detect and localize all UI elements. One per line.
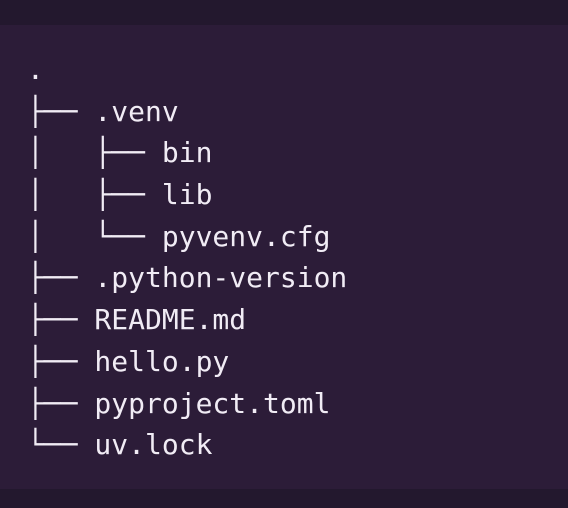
code-block bbox=[0, 25, 568, 489]
tree-line-readme: ├── README.md bbox=[27, 303, 247, 337]
tree-line-venv: ├── .venv bbox=[27, 94, 179, 128]
tree-line-pyvenv-cfg: │ └── pyvenv.cfg bbox=[27, 219, 331, 253]
directory-tree: . ├── .venv │ ├── bin │ ├── lib │ └── py… bbox=[27, 49, 347, 466]
tree-line-python-version: ├── .python-version bbox=[27, 261, 348, 295]
tree-line-uv-lock: └── uv.lock bbox=[27, 428, 213, 462]
tree-line-lib: │ ├── lib bbox=[27, 178, 213, 212]
tree-line-hello-py: ├── hello.py bbox=[27, 344, 230, 378]
tree-line-pyproject: ├── pyproject.toml bbox=[27, 386, 331, 420]
tree-line-bin: │ ├── bin bbox=[27, 136, 213, 170]
tree-line-root: . bbox=[27, 53, 44, 86]
